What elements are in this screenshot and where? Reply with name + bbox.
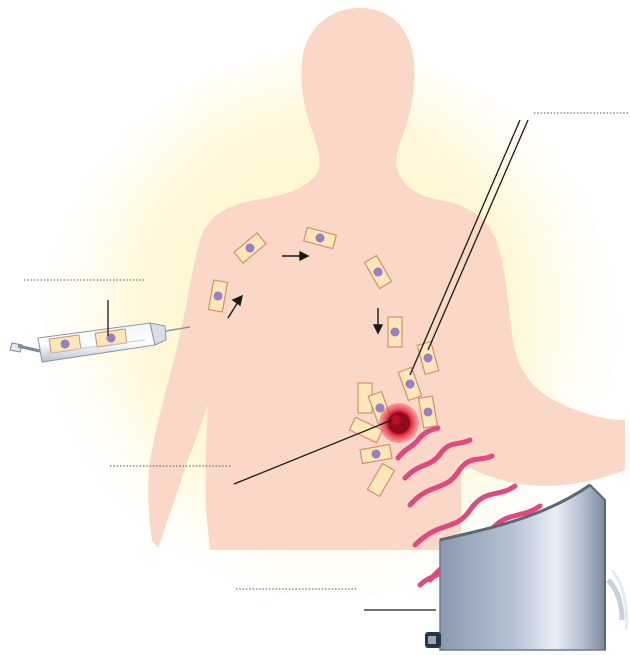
cell (388, 317, 402, 347)
